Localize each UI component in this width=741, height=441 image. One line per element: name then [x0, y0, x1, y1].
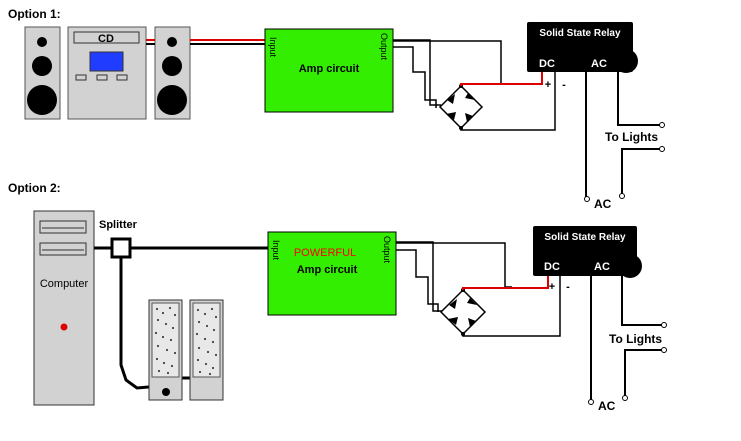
option1-lights-label: To Lights [605, 130, 658, 144]
option2-splitter [94, 237, 270, 259]
cd-label: CD [98, 33, 114, 45]
option2-amp-circuit: Input Output POWERFUL Amp circuit [267, 231, 397, 316]
option2-ac-label: AC [598, 399, 616, 413]
option1-solid-state-relay: Solid State Relay DC AC + - [527, 22, 638, 91]
option2-ac-wires [590, 276, 662, 400]
option1-relay-title: Solid State Relay [539, 28, 621, 39]
option2-relay-plus: + [549, 281, 555, 293]
option1-relay-ac: AC [591, 58, 607, 70]
option2-heading: Option 2: [8, 181, 61, 195]
option2-right-speaker [189, 299, 224, 401]
option1-amp-output-label: Output [379, 33, 389, 61]
option1-heading: Option 1: [8, 7, 61, 21]
option2-bridge-rectifier [439, 288, 487, 336]
cd-button-2 [96, 74, 108, 81]
option2-left-speaker [148, 299, 183, 401]
option1-cd-player: CD [67, 26, 147, 120]
option2-relay-title: Solid State Relay [544, 232, 626, 243]
option1-amp-name: Amp circuit [299, 63, 360, 75]
option1-right-speaker [154, 26, 191, 120]
option2-ac-terminals [588, 322, 667, 405]
option1-signal-wires [146, 39, 265, 45]
cd-button-3 [116, 74, 128, 81]
option2-amp-name: Amp circuit [297, 264, 358, 276]
option1-bridge-rectifier [438, 84, 484, 130]
option2-amp-input-label: Input [271, 240, 281, 261]
cd-lcd-display [89, 51, 124, 72]
option1-ac-label: AC [594, 197, 612, 211]
splitter-label: Splitter [99, 219, 138, 231]
option2-solid-state-relay: Solid State Relay DC AC + - [533, 226, 642, 293]
option2-amp-output-label: Output [382, 236, 392, 264]
option2-relay-dc: DC [544, 261, 560, 273]
computer-power-led [60, 323, 68, 331]
option1-amp-circuit: Input Output Amp circuit [264, 28, 394, 113]
option2-computer: Computer [33, 210, 95, 406]
option2-relay-ac: AC [594, 261, 610, 273]
option1-amp-input-label: Input [268, 37, 278, 58]
option2-relay-minus: - [566, 281, 570, 293]
option2-amp-highlight: POWERFUL [294, 247, 356, 259]
option1-relay-plus: + [545, 79, 551, 91]
computer-label: Computer [40, 278, 89, 290]
option1-ac-terminals [584, 122, 665, 202]
option2-lights-label: To Lights [609, 332, 662, 346]
option1-relay-dc: DC [539, 58, 555, 70]
option2-dc-wires [462, 275, 561, 337]
option1-relay-minus: - [562, 79, 566, 91]
option1-ac-wires [585, 72, 660, 197]
option1-dc-wires [460, 70, 556, 131]
option1-left-speaker [24, 26, 61, 120]
cd-button-1 [75, 74, 87, 81]
